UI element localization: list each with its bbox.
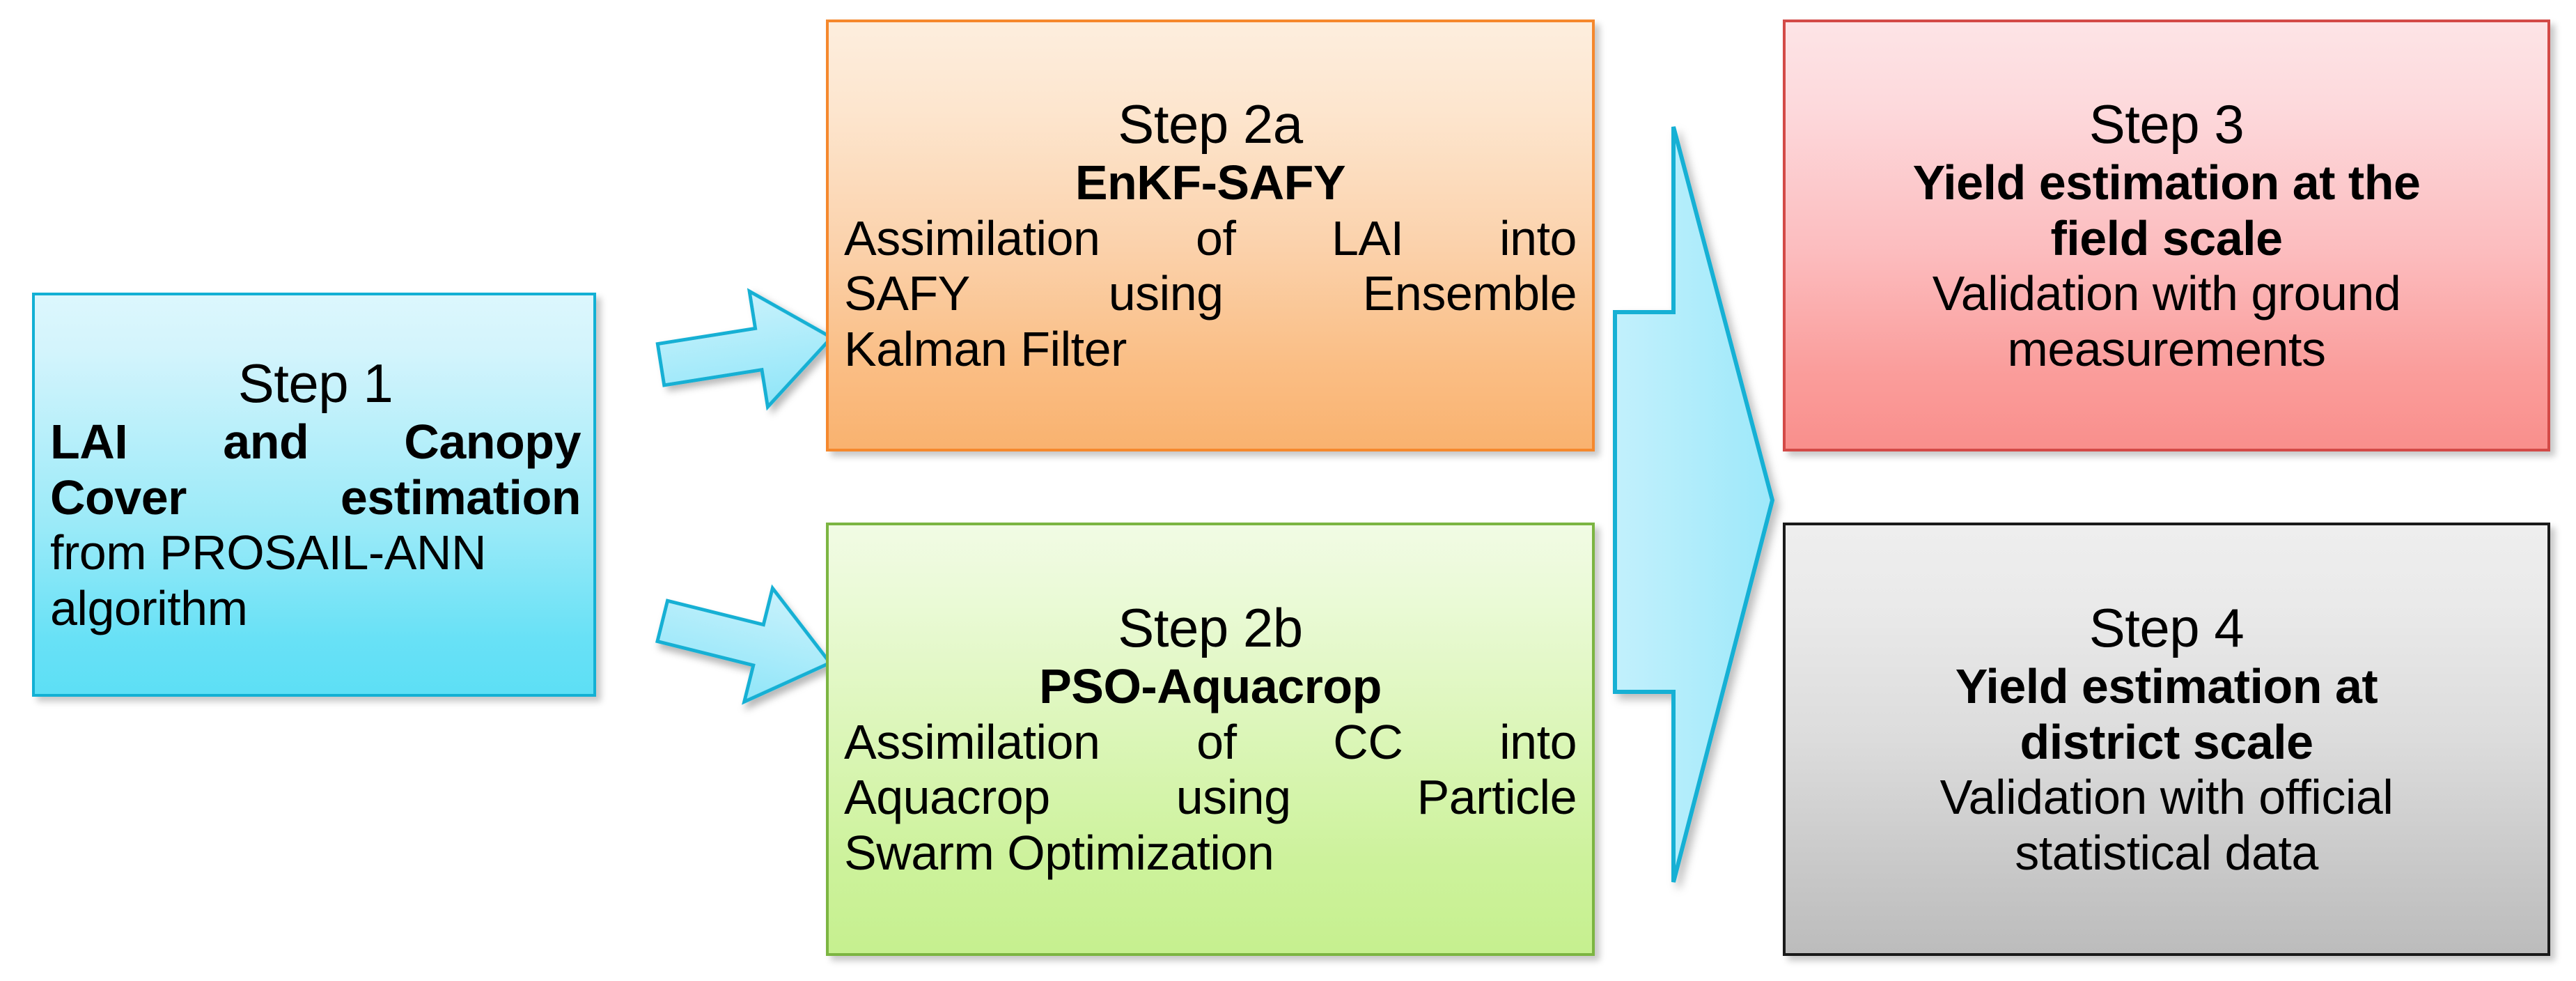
step-2a-box[interactable]: Step 2a EnKF-SAFY Assimilation of LAI in… bbox=[826, 20, 1595, 451]
step-4-bold-line-2: district scale bbox=[2020, 714, 2314, 769]
step-2a-body-line-3: Kalman Filter bbox=[844, 322, 1127, 377]
step-3-heading: Step 3 bbox=[2089, 93, 2245, 155]
step-1-bold-line-2: Cover estimation bbox=[50, 470, 581, 525]
step-1-box[interactable]: Step 1 LAI and Canopy Cover estimation f… bbox=[32, 293, 596, 697]
step-2b-subtitle: PSO-Aquacrop bbox=[1039, 658, 1382, 713]
step-2b-body-line-3: Swarm Optimization bbox=[844, 826, 1274, 881]
step-4-body-line-2: statistical data bbox=[2015, 826, 2318, 881]
step-1-body-line-2: algorithm bbox=[50, 581, 248, 636]
step-2a-subtitle: EnKF-SAFY bbox=[1075, 155, 1346, 210]
arrow-step1-to-step2a bbox=[632, 277, 841, 417]
arrow-step1-to-step2b bbox=[632, 570, 841, 709]
step-3-box[interactable]: Step 3 Yield estimation at the field sca… bbox=[1783, 20, 2550, 451]
step-2a-body-line-2: SAFY using Ensemble bbox=[844, 266, 1577, 321]
step-2b-heading: Step 2b bbox=[1118, 596, 1303, 658]
step-2b-body-line-2: Aquacrop using Particle bbox=[844, 770, 1577, 825]
step-4-body-line-1: Validation with official bbox=[1939, 770, 2394, 825]
step-2b-box[interactable]: Step 2b PSO-Aquacrop Assimilation of CC … bbox=[826, 523, 1595, 956]
step-4-bold-line-1: Yield estimation at bbox=[1955, 658, 2378, 713]
step-2a-heading: Step 2a bbox=[1118, 93, 1303, 155]
step-1-bold-line-1: LAI and Canopy bbox=[50, 414, 581, 469]
step-3-bold-line-2: field scale bbox=[2050, 210, 2283, 265]
step-1-body-line-1: from PROSAIL-ANN bbox=[50, 525, 487, 580]
arrow-step2-to-step34 bbox=[1602, 111, 1790, 899]
step-1-heading: Step 1 bbox=[237, 352, 393, 414]
step-4-heading: Step 4 bbox=[2089, 596, 2245, 658]
step-3-body-line-2: measurements bbox=[2007, 322, 2326, 377]
step-2b-body-line-1: Assimilation of CC into bbox=[844, 714, 1577, 769]
step-4-box[interactable]: Step 4 Yield estimation at district scal… bbox=[1783, 523, 2550, 956]
step-3-bold-line-1: Yield estimation at the bbox=[1912, 155, 2421, 210]
step-3-body-line-1: Validation with ground bbox=[1932, 266, 2401, 321]
step-2a-body-line-1: Assimilation of LAI into bbox=[844, 210, 1577, 265]
